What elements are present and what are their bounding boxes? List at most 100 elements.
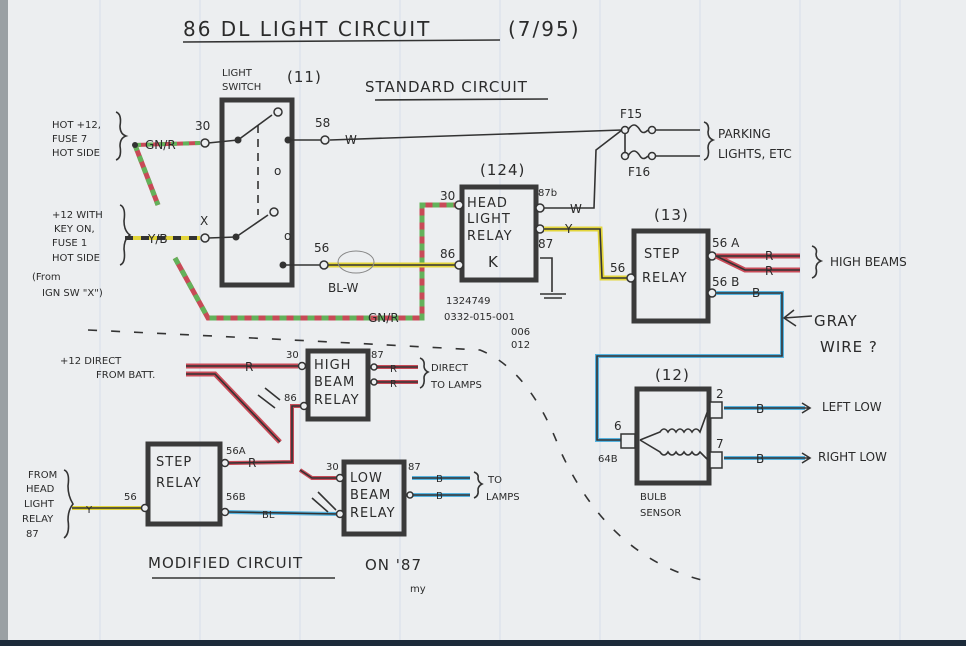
low-beam-relay-label: RELAY	[350, 506, 396, 521]
headlight-relay-label: HEAD	[467, 196, 508, 211]
svg-text:HOT SIDE: HOT SIDE	[52, 253, 100, 264]
step-relay-label: RELAY	[642, 271, 688, 286]
wire-b-right-low	[724, 452, 812, 464]
headlight-relay-box	[459, 184, 539, 283]
pin-label-30: 30	[440, 189, 455, 203]
headlight-relay-pin-87	[535, 224, 545, 234]
svg-text:o: o	[284, 229, 291, 243]
bulb-sensor-number: (12)	[655, 366, 690, 384]
pin-label-2: 2	[716, 387, 724, 401]
step-relay-pin-56b	[707, 288, 717, 298]
gray-wire-note: GRAY	[814, 312, 858, 330]
step-relay-label: STEP	[644, 247, 680, 262]
wire-r-direct	[370, 357, 430, 389]
wire-label-w: W	[345, 133, 357, 147]
pin-label-56a: 56A	[226, 446, 246, 457]
bulb-sensor-pin-2	[709, 401, 723, 419]
bulb-sensor-label: SENSOR	[640, 508, 681, 519]
pin-label-86: 86	[440, 247, 455, 261]
from-hl-note: RELAY	[22, 514, 54, 525]
high-beam-relay-pin-86	[299, 401, 309, 411]
pin-label-56: 56	[610, 261, 625, 275]
paper-rules	[99, 0, 901, 646]
wire-label-r: R	[248, 456, 256, 470]
ground-icon	[311, 491, 337, 513]
pin-label-87: 87	[538, 237, 553, 251]
headlight-relay-label: LIGHT	[467, 212, 511, 227]
wire-label-bl: BL	[262, 510, 275, 521]
svg-text:KEY ON,: KEY ON,	[54, 224, 95, 235]
headlight-relay-number: (124)	[480, 161, 525, 179]
section-divider	[87, 329, 711, 583]
pin-label-6: 6	[614, 419, 622, 433]
step-relay-pin-56	[140, 503, 150, 513]
step-relay-pin-56a	[220, 458, 230, 468]
wire-label-bl-w: BL-W	[328, 281, 359, 295]
bottom-edge	[0, 640, 966, 646]
pin-label-7: 7	[716, 437, 724, 451]
svg-text:o: o	[274, 164, 281, 178]
pin-label-87: 87	[371, 350, 384, 361]
fuse-f15: F15	[620, 107, 642, 121]
bulb-sensor-box	[634, 386, 712, 486]
pin-label-30: 30	[195, 119, 210, 133]
high-beam-relay-label: HIGH	[314, 358, 351, 373]
wire-bl-w	[328, 250, 457, 274]
low-beam-relay-pin-86	[335, 509, 345, 519]
high-beam-relay-box	[305, 348, 371, 422]
svg-text:(From: (From	[32, 272, 61, 283]
parking-label-2: LIGHTS, ETC	[718, 147, 792, 161]
light-switch-number: (11)	[287, 68, 322, 86]
step-relay-pin-56a	[707, 251, 717, 261]
wire-r-low-beam	[298, 468, 336, 480]
fuse-block	[568, 121, 716, 209]
light-switch-label-1: LIGHT	[222, 68, 253, 79]
wire-r-high-beams	[714, 245, 824, 279]
from-hl-note: 87	[26, 529, 39, 540]
step-relay-pin-56b	[220, 507, 230, 517]
headlight-relay-pin-87b	[535, 203, 545, 213]
wire-b-left-low	[724, 402, 812, 414]
light-switch-pin-x	[200, 233, 210, 243]
part-number: 012	[511, 340, 530, 351]
wire-label-b: B	[436, 491, 443, 502]
from-hl-note: LIGHT	[24, 499, 55, 510]
high-beam-relay-pin-30	[297, 361, 307, 371]
wire-label-r: R	[390, 379, 397, 390]
fuse-f16: F16	[628, 165, 650, 179]
wire-label-y: Y	[564, 222, 573, 236]
headlight-relay-k: K	[488, 253, 499, 271]
standard-underline	[374, 98, 549, 101]
wire-label-y-b: Y/B	[147, 232, 168, 246]
key-on-note: +12 WITH KEY ON, FUSE 1 HOT SIDE (From I…	[32, 204, 132, 299]
light-switch-box	[219, 97, 295, 288]
gray-wire-note: WIRE ?	[820, 338, 878, 356]
wire-label-r: R	[390, 364, 397, 375]
paper-edge	[0, 0, 8, 646]
batt-note: +12 DIRECT	[60, 356, 122, 367]
modified-suffix: ON '87	[365, 556, 422, 574]
modified-note: my	[410, 584, 426, 595]
pin-label-56b: 56B	[226, 492, 246, 503]
step-relay-label: RELAY	[156, 476, 202, 491]
wire-label-gn-r-lower: GN/R	[368, 311, 399, 325]
svg-text:FUSE 1: FUSE 1	[52, 238, 87, 249]
hot-fuse7-note: HOT +12, FUSE 7 HOT SIDE	[52, 111, 129, 161]
wire-r-56a	[228, 404, 300, 465]
title-date: (7/95)	[508, 17, 581, 41]
wire-label-r: R	[765, 249, 773, 263]
wire-label-b: B	[756, 452, 764, 466]
low-beam-relay-box	[341, 459, 407, 537]
ground-icon	[540, 257, 566, 299]
wire-label-gn-r: GN/R	[145, 138, 176, 152]
to-lamps-label: LAMPS	[486, 492, 520, 503]
pin-label-87b: 87b	[538, 188, 557, 199]
pin-label-56: 56	[124, 492, 137, 503]
low-beam-relay-pin-30	[335, 473, 345, 483]
wire-r-batt	[186, 363, 298, 444]
wire-y-from-hl	[63, 469, 141, 539]
svg-text:HOT SIDE: HOT SIDE	[52, 148, 100, 159]
high-beams-label: HIGH BEAMS	[830, 255, 907, 269]
to-lamps-label: TO	[487, 475, 502, 486]
